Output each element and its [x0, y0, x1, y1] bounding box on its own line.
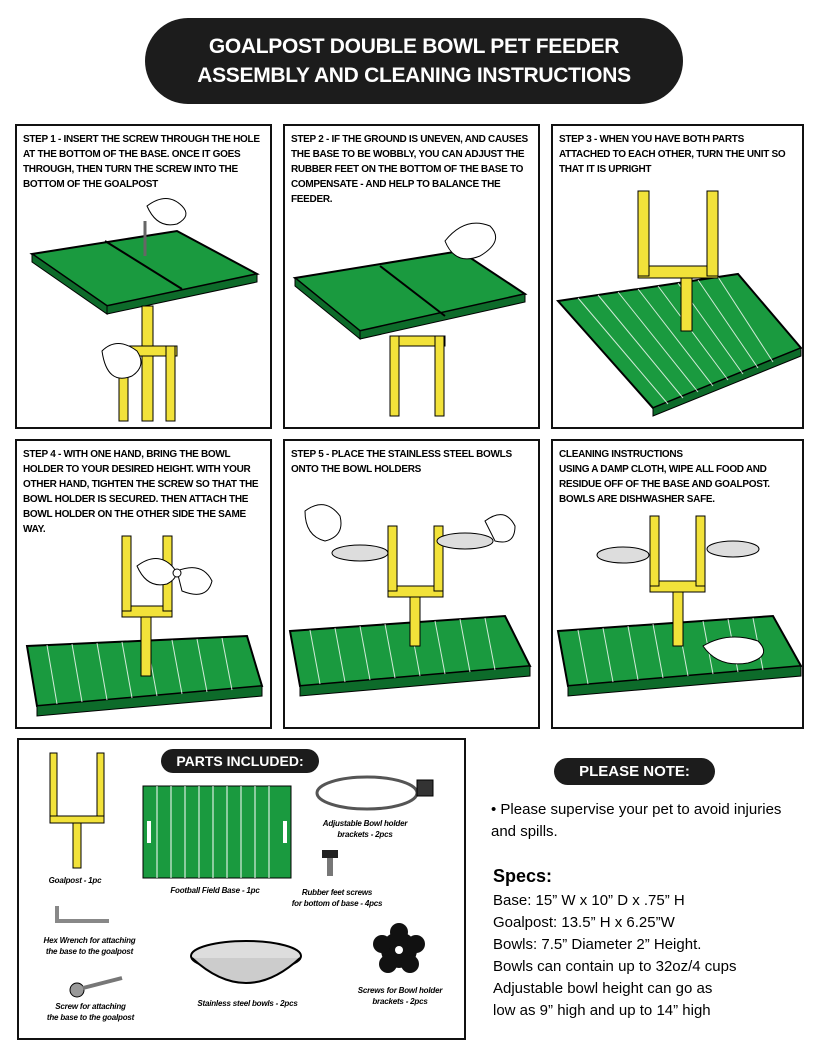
step-4-panel: STEP 4 - WITH ONE HAND, BRING THE BOWL H… [15, 439, 272, 729]
bowls-label: Stainless steel bowls - 2pcs [197, 999, 298, 1008]
step-3-text: STEP 3 - WHEN YOU HAVE BOTH PARTS ATTACH… [559, 134, 786, 175]
spec-bowls: Bowls: 7.5” Diameter 2” Height. [493, 936, 702, 953]
step-3-illustration [556, 190, 802, 417]
specs-title: Specs: [493, 866, 553, 886]
spec-goalpost: Goalpost: 13.5” H x 6.25”W [493, 914, 675, 931]
spec-height-1: Adjustable bowl height can go as [493, 980, 713, 997]
holder-screw-part-icon [373, 923, 425, 973]
bowl-holder-part-icon [315, 775, 434, 811]
title-line-1: GOALPOST DOUBLE BOWL PET FEEDER [208, 35, 620, 58]
step-4-illustration [25, 535, 264, 717]
goalpost-label: Goalpost - 1pc [48, 876, 102, 885]
step-4-text: STEP 4 - WITH ONE HAND, BRING THE BOWL H… [23, 449, 259, 535]
field-base-part-icon [142, 785, 292, 879]
spec-capacity: Bowls can contain up to 32oz/4 cups [493, 958, 737, 975]
field-base-label: Football Field Base - 1pc [170, 886, 260, 895]
step-1-panel: STEP 1 - INSERT THE SCREW THROUGH THE HO… [15, 124, 272, 429]
step-5-text: STEP 5 - PLACE THE STAINLESS STEEL BOWLS… [291, 449, 512, 475]
title-line-2: ASSEMBLY AND CLEANING INSTRUCTIONS [197, 64, 631, 87]
parts-illustrations [49, 752, 434, 998]
step-1-text: STEP 1 - INSERT THE SCREW THROUGH THE HO… [23, 134, 260, 190]
hex-wrench-part-icon [55, 906, 109, 923]
spec-height-2: low as 9” high and up to 14” high [493, 1002, 711, 1019]
step-2-panel: STEP 2 - IF THE GROUND IS UNEVEN, AND CA… [283, 124, 540, 429]
step-2-text: STEP 2 - IF THE GROUND IS UNEVEN, AND CA… [291, 134, 528, 205]
goalpost-part-icon [49, 752, 105, 869]
screw-part-icon [69, 976, 123, 998]
please-note-title: PLEASE NOTE: [554, 758, 715, 785]
rubber-foot-part-icon [322, 850, 338, 876]
page-title: GOALPOST DOUBLE BOWL PET FEEDER ASSEMBLY… [145, 18, 683, 104]
parts-included-title: PARTS INCLUDED: [161, 749, 319, 773]
step-5-panel: STEP 5 - PLACE THE STAINLESS STEEL BOWLS… [283, 439, 540, 729]
parts-included-box [17, 738, 466, 1040]
bowl-part-icon [190, 940, 302, 984]
step-2-illustration [292, 222, 528, 417]
cleaning-illustration [556, 515, 802, 697]
step-1-illustration [29, 198, 260, 422]
step-5-illustration [288, 504, 532, 697]
spec-base: Base: 15” W x 10” D x .75” H [493, 892, 685, 909]
step-3-panel: STEP 3 - WHEN YOU HAVE BOTH PARTS ATTACH… [551, 124, 804, 429]
supervise-note: • Please supervise your pet to avoid inj… [491, 801, 782, 840]
